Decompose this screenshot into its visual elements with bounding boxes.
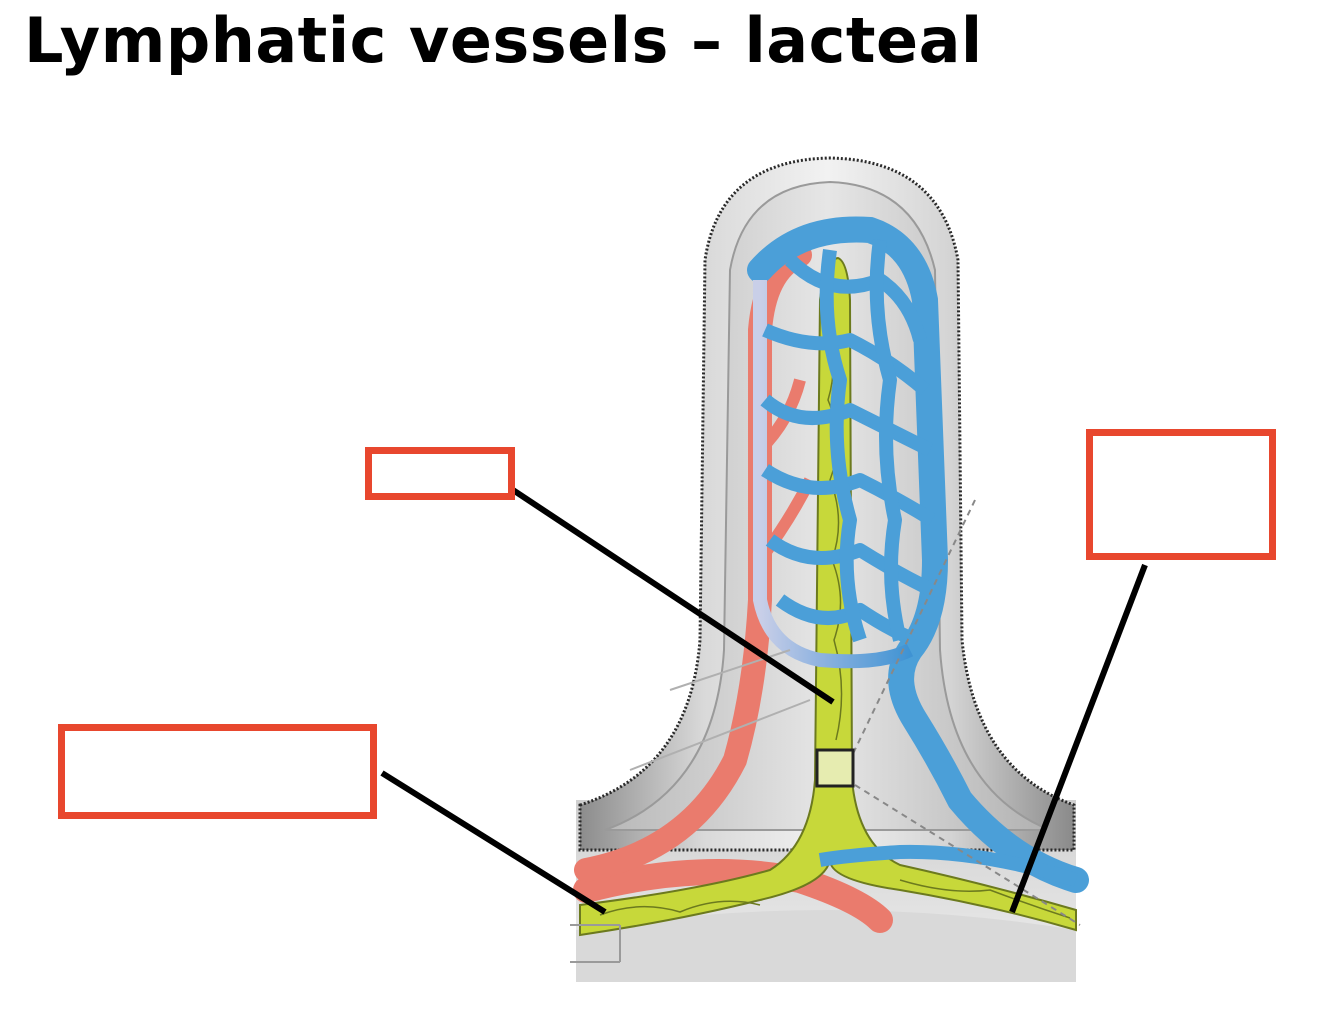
- leader-line-left-bottom: [380, 770, 607, 915]
- label-box-center[interactable]: [365, 447, 515, 500]
- slide-title: Lymphatic vessels – lacteal: [24, 4, 983, 77]
- label-box-right[interactable]: [1086, 429, 1276, 560]
- leader-line-center: [511, 487, 835, 705]
- zoom-guide: [570, 499, 1081, 963]
- label-box-left-bottom[interactable]: [58, 724, 377, 819]
- leader-line-right: [1009, 563, 1148, 914]
- capillary-network: [747, 216, 1089, 893]
- zoom-box: [815, 748, 855, 788]
